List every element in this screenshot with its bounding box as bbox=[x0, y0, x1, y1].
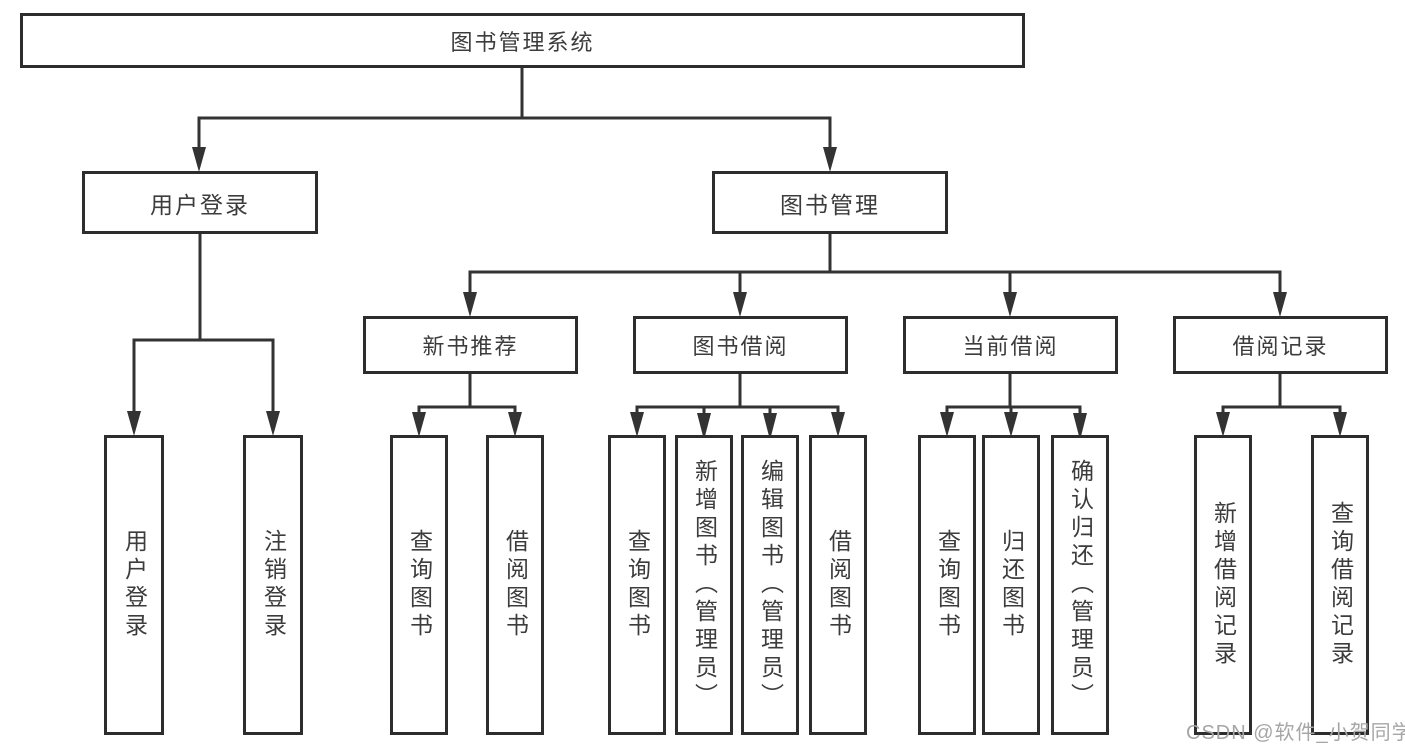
leaf-current-return-label: 归还图书 bbox=[998, 529, 1025, 641]
leaf-current-return: 归还图书 bbox=[982, 435, 1040, 735]
leaf-borrow-borrow: 借阅图书 bbox=[809, 435, 867, 735]
leaf-logout-label: 注销登录 bbox=[260, 529, 287, 641]
node-root: 图书管理系统 bbox=[20, 13, 1025, 68]
leaf-logout: 注销登录 bbox=[243, 435, 303, 735]
leaf-records-query: 查询借阅记录 bbox=[1311, 435, 1369, 735]
node-book-management-label: 图书管理 bbox=[780, 191, 880, 218]
node-borrow-records-label: 借阅记录 bbox=[1232, 334, 1329, 359]
leaf-borrow-edit-admin-label: 编辑图书（管理员） bbox=[757, 459, 784, 711]
leaf-newbooks-query-label: 查询图书 bbox=[406, 529, 433, 641]
leaf-borrow-edit-admin: 编辑图书（管理员） bbox=[741, 435, 799, 735]
leaf-current-query-label: 查询图书 bbox=[934, 529, 961, 641]
node-new-book-recommend: 新书推荐 bbox=[363, 316, 578, 374]
leaf-current-query: 查询图书 bbox=[918, 435, 976, 735]
leaf-records-query-label: 查询借阅记录 bbox=[1327, 501, 1354, 669]
node-new-book-recommend-label: 新书推荐 bbox=[422, 334, 519, 359]
node-book-borrow-label: 图书借阅 bbox=[692, 334, 789, 359]
csdn-watermark: CSDN @软件_小贺同学 bbox=[1186, 722, 1405, 744]
node-book-management: 图书管理 bbox=[712, 171, 948, 234]
leaf-borrow-query: 查询图书 bbox=[608, 435, 666, 735]
node-current-borrow-label: 当前借阅 bbox=[962, 334, 1059, 359]
leaf-newbooks-borrow: 借阅图书 bbox=[486, 435, 544, 735]
node-current-borrow: 当前借阅 bbox=[903, 316, 1118, 374]
leaf-current-confirm-return: 确认归还（管理员） bbox=[1051, 435, 1109, 735]
leaf-borrow-add-admin-label: 新增图书（管理员） bbox=[691, 459, 718, 711]
leaf-borrow-query-label: 查询图书 bbox=[624, 529, 651, 641]
leaf-user-login: 用户登录 bbox=[104, 435, 164, 735]
node-book-borrow: 图书借阅 bbox=[633, 316, 848, 374]
leaf-newbooks-query: 查询图书 bbox=[390, 435, 448, 735]
leaf-records-add-label: 新增借阅记录 bbox=[1210, 501, 1237, 669]
leaf-current-confirm-return-label: 确认归还（管理员） bbox=[1067, 459, 1094, 711]
leaf-records-add: 新增借阅记录 bbox=[1194, 435, 1252, 735]
leaf-user-login-label: 用户登录 bbox=[121, 529, 148, 641]
leaf-borrow-add-admin: 新增图书（管理员） bbox=[675, 435, 733, 735]
node-root-label: 图书管理系统 bbox=[450, 29, 595, 55]
node-user-login-label: 用户登录 bbox=[150, 191, 250, 218]
leaf-borrow-borrow-label: 借阅图书 bbox=[825, 529, 852, 641]
node-borrow-records: 借阅记录 bbox=[1173, 316, 1388, 374]
node-user-login: 用户登录 bbox=[82, 171, 318, 234]
leaf-newbooks-borrow-label: 借阅图书 bbox=[502, 529, 529, 641]
